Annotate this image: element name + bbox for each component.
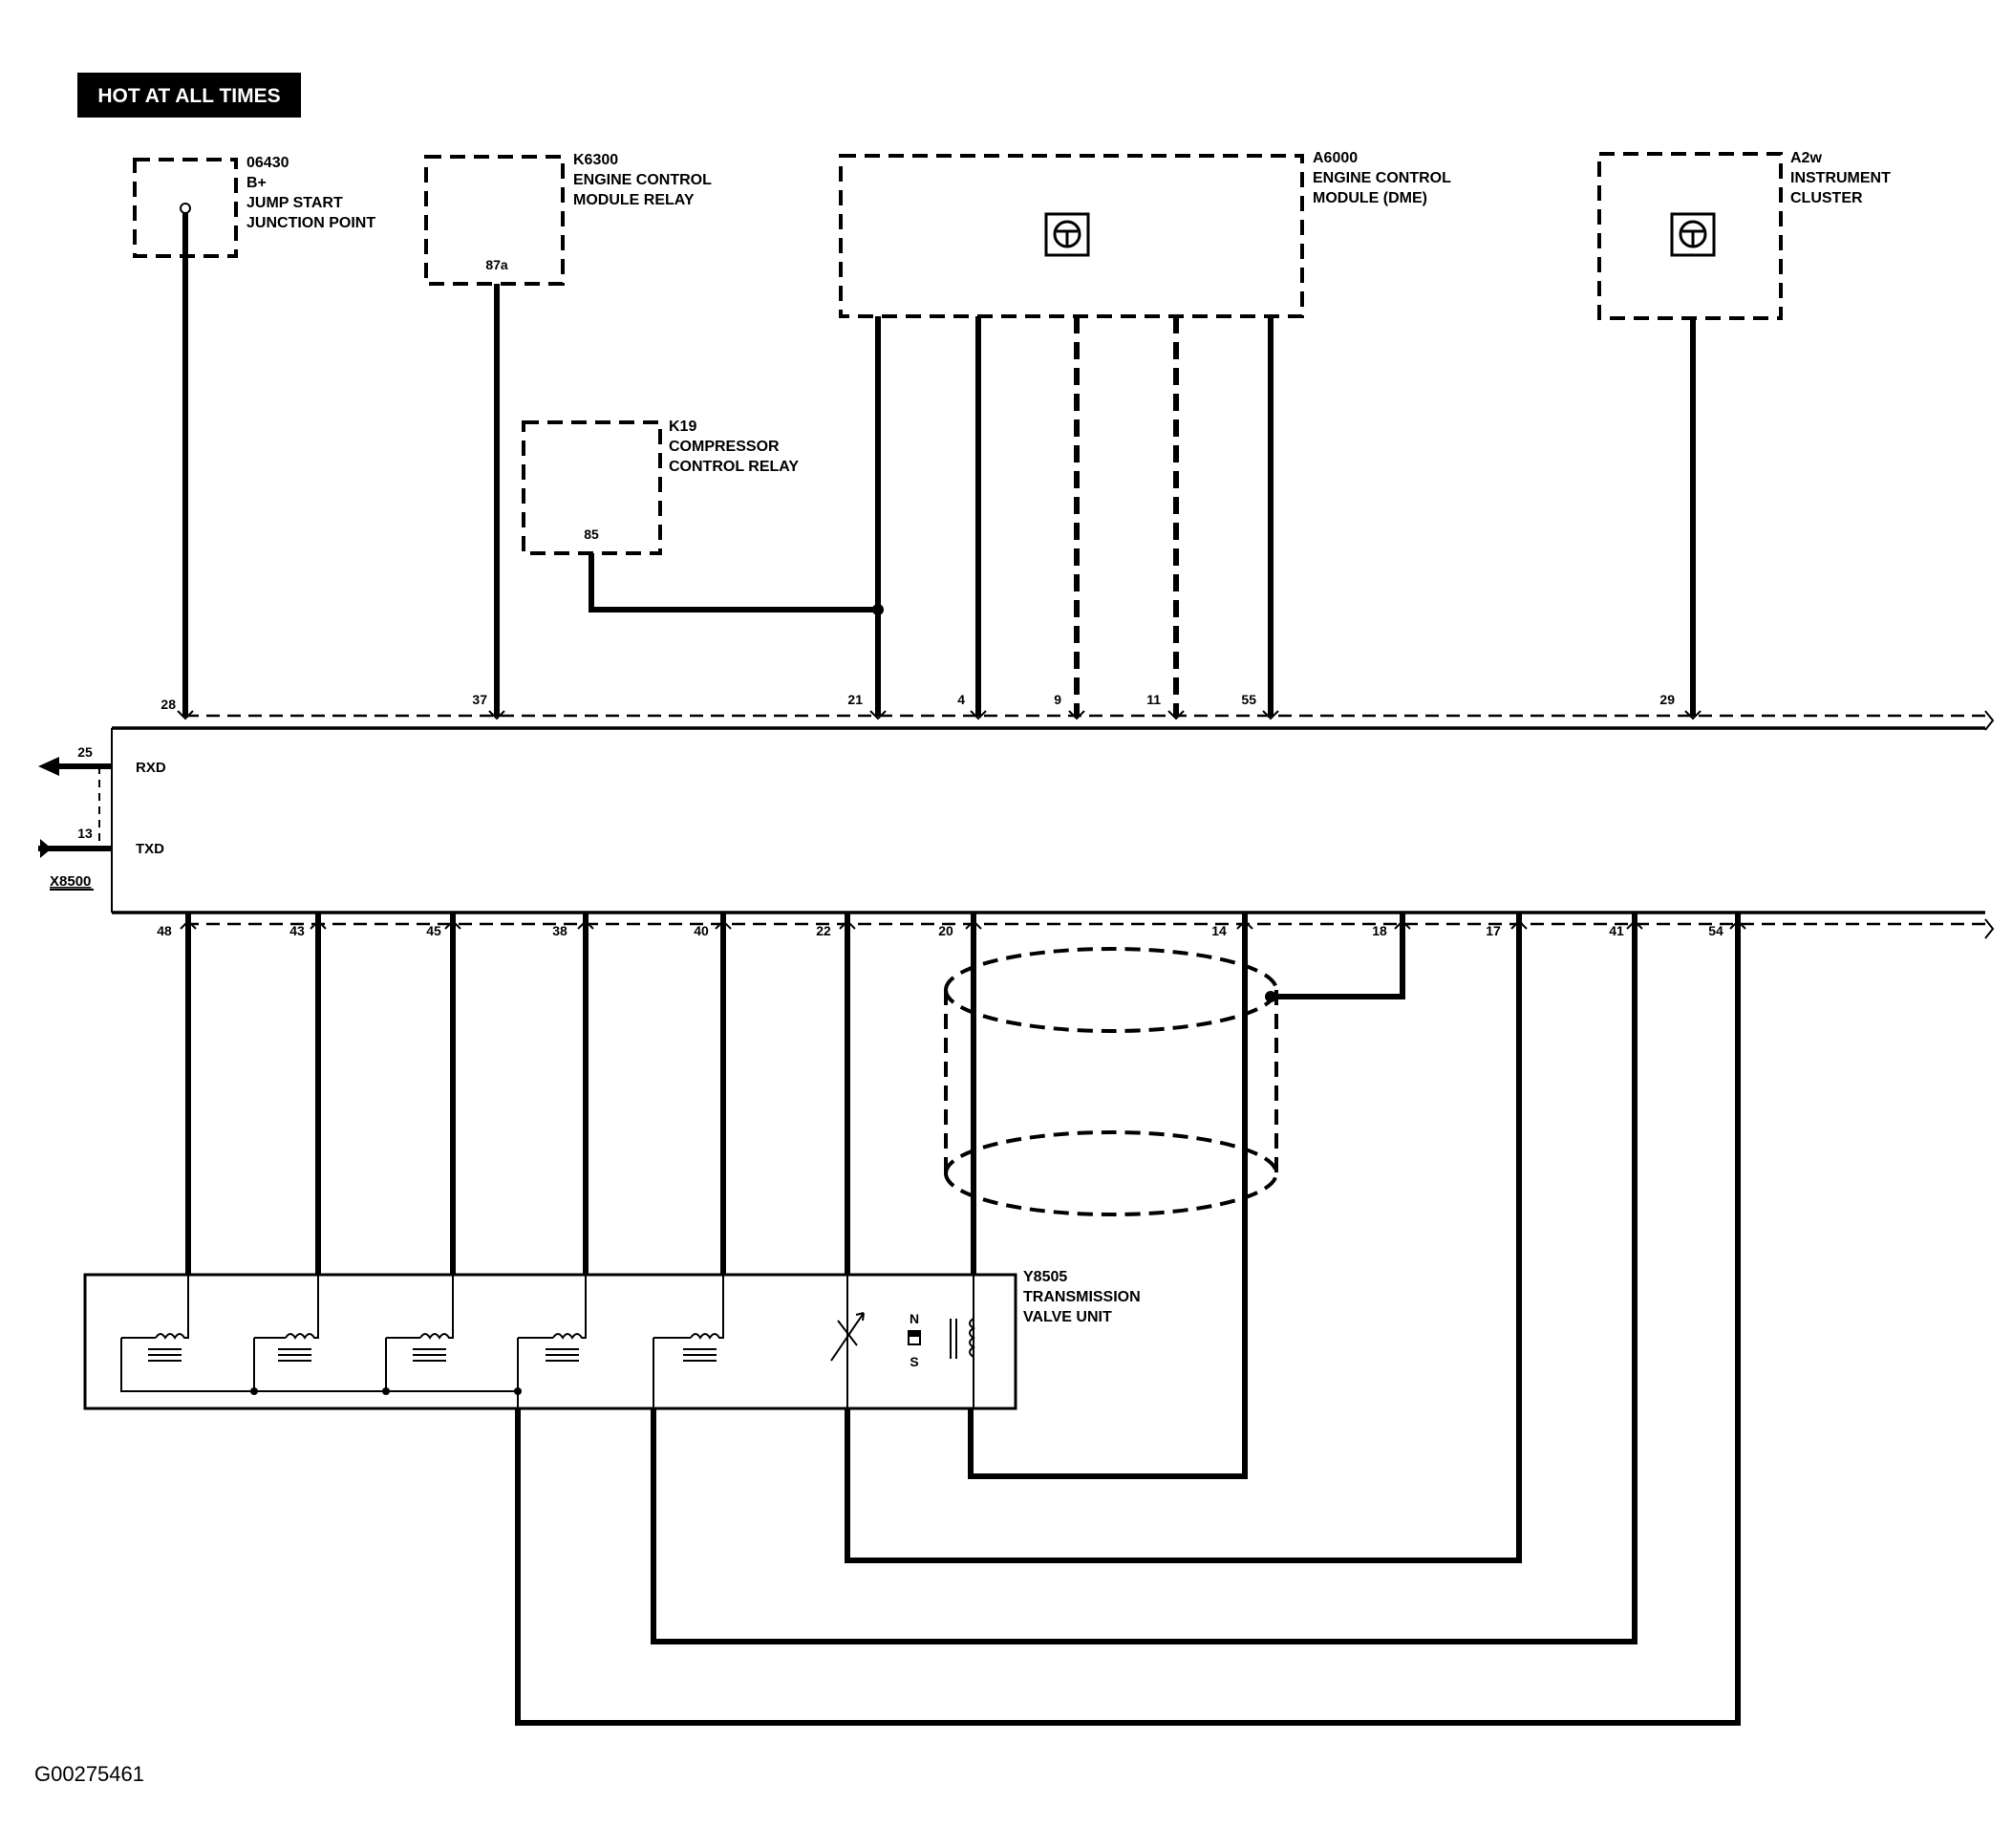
figure-reference-code: G00275461 (34, 1762, 144, 1786)
bottom-pin-41: 41 (1609, 923, 1624, 938)
ecm-relay-code: K6300 (573, 152, 618, 168)
solenoid-icon (683, 1319, 724, 1362)
ecm-dme-code: A6000 (1313, 150, 1358, 166)
compressor-relay-line-1: COMPRESSOR (669, 439, 780, 455)
bottom-pin-40: 40 (694, 923, 709, 938)
ecm-module-icon (1044, 212, 1090, 257)
speed-sensor-icon (950, 1318, 975, 1359)
bottom-pin-38: 38 (552, 923, 567, 938)
jump-start-line-2: JUMP START (246, 195, 343, 211)
solenoid-icon (148, 1319, 189, 1362)
hot-at-all-times-badge: HOT AT ALL TIMES (77, 73, 301, 118)
txd-label: TXD (136, 841, 164, 857)
top-pin-21: 21 (847, 692, 863, 707)
bottom-pin-18: 18 (1372, 923, 1387, 938)
txd-arrow-icon (40, 839, 52, 858)
bottom-pin-45: 45 (426, 923, 441, 938)
wire-pin-85-splice (589, 553, 878, 612)
ecm-relay-pin-87a: 87a (485, 257, 508, 272)
sensor-n-label: N (910, 1311, 919, 1326)
cluster-line-2: CLUSTER (1790, 190, 1863, 206)
ecm-relay-line-1: ENGINE CONTROL (573, 172, 712, 188)
top-pin-11: 11 (1146, 692, 1161, 707)
bottom-pin-17: 17 (1486, 923, 1501, 938)
valve-unit-line-2: VALVE UNIT (1023, 1309, 1112, 1325)
cluster-code: A2w (1790, 150, 1822, 166)
connector-x8500: RXD TXD 25 13 X8500 (38, 710, 1995, 939)
engine-control-module-dme: A6000 ENGINE CONTROL MODULE (DME) (839, 150, 1451, 318)
compressor-relay-line-2: CONTROL RELAY (669, 459, 799, 475)
bottom-pin-54: 54 (1708, 923, 1723, 938)
valve-unit-code: Y8505 (1023, 1269, 1067, 1285)
instrument-cluster: A2w INSTRUMENT CLUSTER (1597, 150, 1891, 320)
top-pin-37: 37 (472, 692, 487, 707)
rxd-pin: 25 (77, 744, 93, 760)
jump-start-code: 06430 (246, 155, 289, 171)
solenoid-icon (413, 1319, 454, 1362)
bottom-pin-43: 43 (289, 923, 305, 938)
hall-sensor-icon: N S (908, 1311, 921, 1369)
compressor-relay-code: K19 (669, 419, 696, 435)
rxd-label: RXD (136, 760, 166, 776)
transmission-valve-unit: N S Y8505 TRANSMISSION VALVE UNIT (83, 1269, 1141, 1410)
engine-control-module-relay: 87a K6300 ENGINE CONTROL MODULE RELAY (424, 152, 712, 286)
bottom-pin-20: 20 (938, 923, 953, 938)
badge-text: HOT AT ALL TIMES (97, 85, 280, 107)
compressor-relay-pin-85: 85 (584, 526, 599, 542)
bottom-wires (185, 913, 1741, 1726)
top-pin-29: 29 (1659, 692, 1675, 707)
rxd-arrow-icon (38, 757, 59, 776)
jump-start-line-1: B+ (246, 175, 267, 191)
shielded-pair-icon (944, 947, 1278, 1216)
sensor-s-label: S (910, 1354, 918, 1369)
cluster-line-1: INSTRUMENT (1790, 170, 1891, 186)
cluster-module-icon (1670, 212, 1716, 257)
connector-code: X8500 (50, 873, 91, 890)
ecm-dme-line-1: ENGINE CONTROL (1313, 170, 1451, 186)
valve-unit-line-1: TRANSMISSION (1023, 1289, 1141, 1305)
top-wires (182, 213, 1696, 717)
top-pin-4: 4 (957, 692, 965, 707)
bottom-pin-14: 14 (1211, 923, 1227, 938)
jump-start-line-3: JUNCTION POINT (246, 215, 375, 231)
txd-pin: 13 (77, 826, 93, 841)
solenoid-icon (546, 1319, 587, 1362)
ecm-relay-line-2: MODULE RELAY (573, 192, 695, 208)
top-pin-labels: 28 37 21 4 9 11 55 29 (161, 692, 1702, 720)
top-pin-9: 9 (1054, 692, 1061, 707)
variable-resistor-icon (830, 1312, 865, 1362)
top-pin-55: 55 (1241, 692, 1256, 707)
bottom-pin-labels: 48 43 45 38 40 22 20 14 18 17 41 54 (157, 919, 1746, 938)
compressor-control-relay: 85 K19 COMPRESSOR CONTROL RELAY (522, 419, 799, 555)
bottom-pin-48: 48 (157, 923, 172, 938)
jump-start-junction-point: 06430 B+ JUMP START JUNCTION POINT (133, 155, 375, 258)
top-pin-28: 28 (161, 697, 176, 712)
bottom-pin-22: 22 (816, 923, 831, 938)
ecm-dme-line-2: MODULE (DME) (1313, 190, 1427, 206)
solenoid-icon (278, 1319, 319, 1362)
